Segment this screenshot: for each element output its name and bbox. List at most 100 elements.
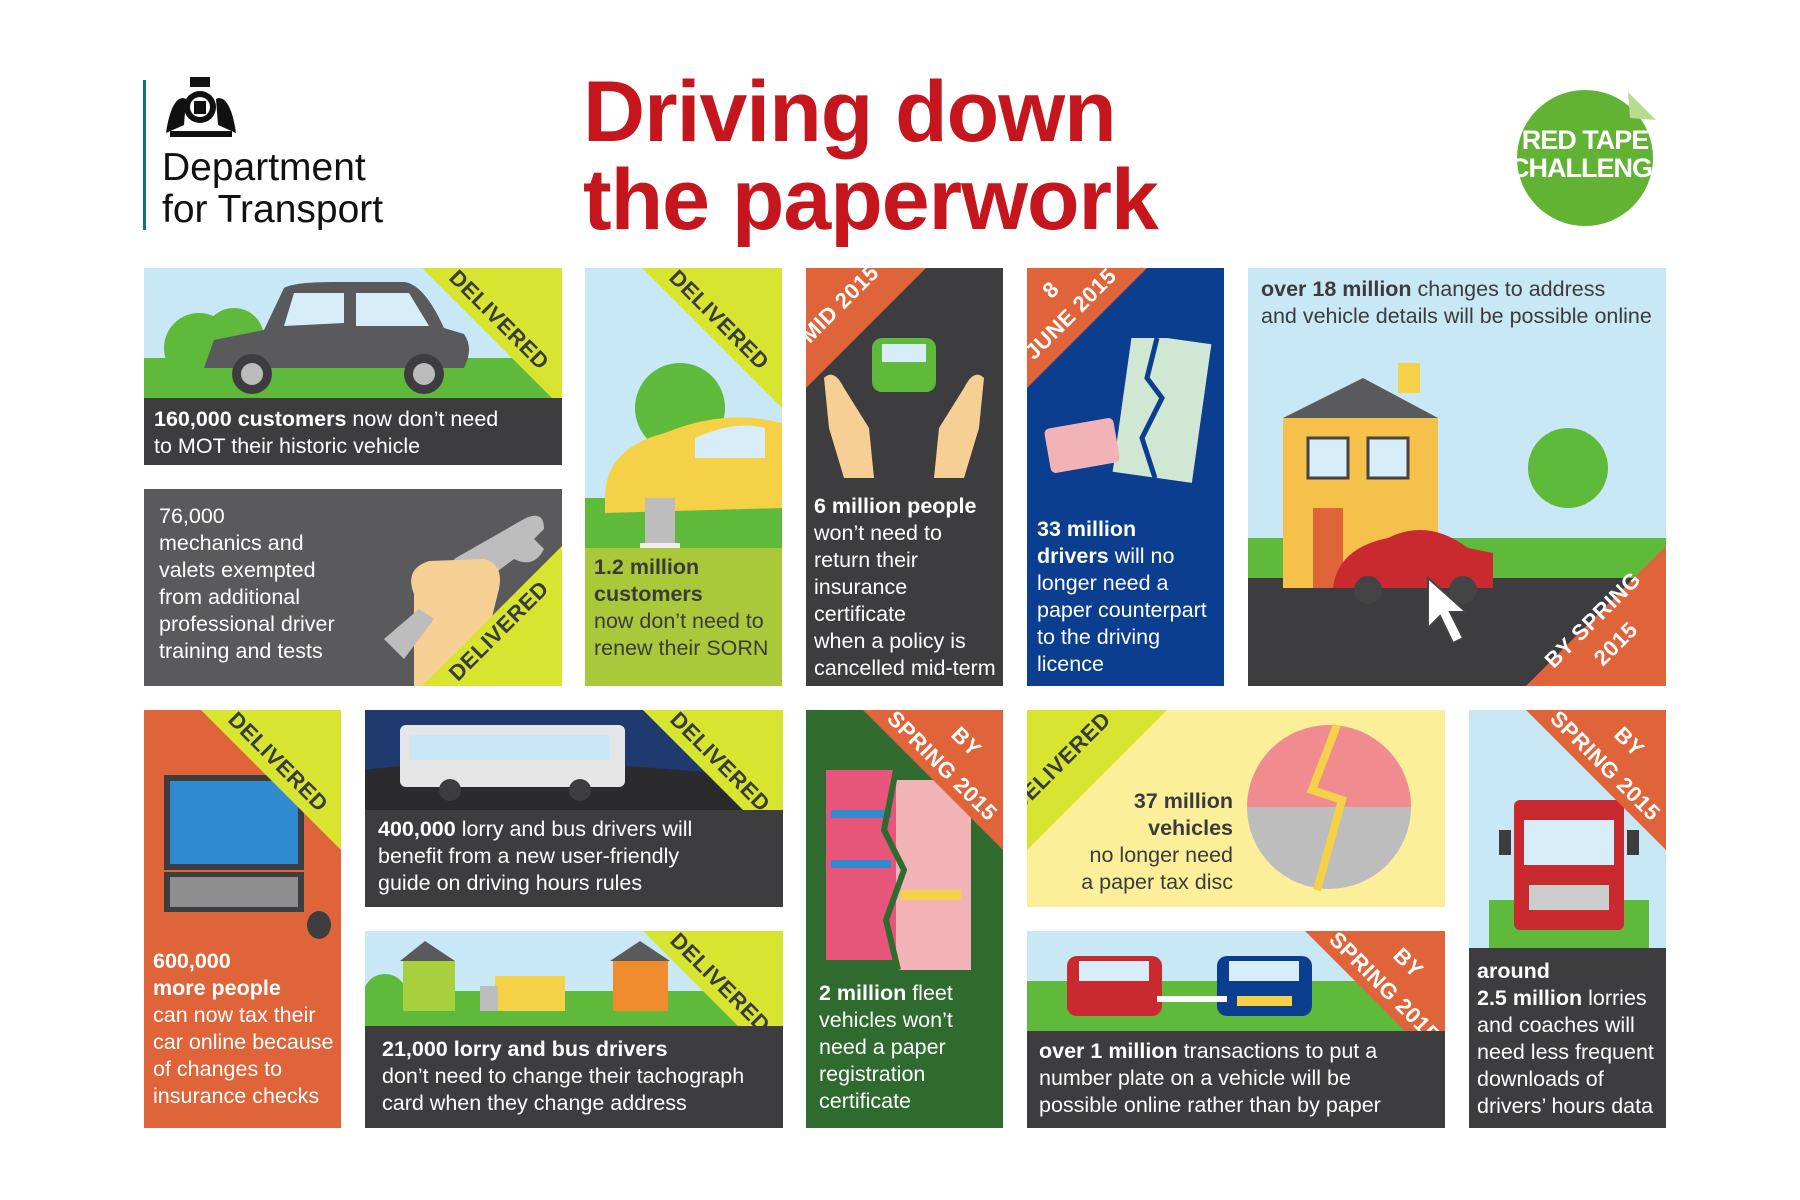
sticker-line2: CHALLENGE: [1510, 153, 1670, 183]
tacho-line3: card when they change address: [382, 1091, 687, 1115]
dept-name-line1: Department: [162, 146, 366, 189]
mech-line1: 76,000: [159, 504, 225, 528]
lic-line6: licence: [1037, 652, 1104, 676]
orange-corner: [1027, 268, 1147, 388]
sticker-line1: RED TAPE: [1521, 125, 1650, 155]
orange-corner: [1526, 546, 1666, 686]
lic-rest2: will no: [1108, 544, 1175, 568]
mech-line2: mechanics and: [159, 531, 304, 555]
tile-caption: 37 million vehicles no longer need a pap…: [1037, 788, 1233, 896]
mech-line4: from additional: [159, 585, 301, 609]
ins-line2: won’t need to: [814, 521, 942, 545]
tile-mechanics: DELIVERED 76,000 mechanics and valets ex…: [144, 489, 562, 686]
sorn-line3: now don’t need to: [594, 609, 764, 633]
ins-line3: return their: [814, 548, 918, 572]
dl-bold: 2.5 million: [1477, 986, 1583, 1010]
crest-icon: [166, 77, 236, 137]
page-title: Driving down the paperwork: [583, 68, 1343, 244]
dept-logo: Department for Transport: [140, 75, 440, 235]
fleet-line3: need a paper: [819, 1035, 946, 1059]
delivered-corner: [1027, 710, 1167, 850]
plates-bold: over 1 million: [1039, 1039, 1178, 1063]
tile-caption: over 1 million transactions to put a num…: [1039, 1038, 1439, 1119]
tile-caption-bg: [1027, 1031, 1445, 1128]
tile-address: BY SPRING 2015 over 18 million changes t…: [1248, 268, 1666, 686]
title-line1: Driving down: [583, 64, 1117, 160]
dl-line5: downloads of: [1477, 1067, 1604, 1091]
ins-bold1: 6 million people: [814, 494, 977, 518]
tile-tax-online: DELIVERED 600,000 more people can now ta…: [144, 710, 341, 1128]
tile-caption: 6 million people won’t need to return th…: [814, 493, 1003, 682]
disc-line4: a paper tax disc: [1081, 870, 1233, 894]
mech-line6: training and tests: [159, 639, 323, 663]
tile-downloads: BY SPRING 2015 around 2.5 million lorrie…: [1469, 710, 1666, 1128]
tile-caption: 76,000 mechanics and valets exempted fro…: [159, 503, 389, 665]
orange-corner: [863, 710, 1003, 850]
tile-mot: DELIVERED 160,000 customers now don’t ne…: [144, 268, 562, 465]
addr-line2: and vehicle details will be possible onl…: [1261, 304, 1652, 328]
fleet-line5: certificate: [819, 1089, 912, 1113]
hours-line3: guide on driving hours rules: [378, 871, 643, 895]
mot-line2: to MOT their historic vehicle: [154, 434, 421, 458]
title-line2: the paperwork: [583, 152, 1159, 248]
tacho-line2: don’t need to change their tachograph: [382, 1064, 745, 1088]
tile-insurance: MID 2015 6 million people won’t need to …: [806, 268, 1003, 686]
plates-line3: possible online rather than by paper: [1039, 1093, 1381, 1117]
tile-caption: over 18 million changes to address and v…: [1261, 276, 1661, 330]
tile-fleet: BY SPRING 2015 2 million fleet vehicles …: [806, 710, 1003, 1128]
tile-caption: 33 million drivers will no longer need a…: [1037, 516, 1223, 678]
ins-line4: insurance: [814, 575, 908, 599]
delivered-corner: [422, 546, 562, 686]
dl-line1: around: [1477, 959, 1550, 983]
tile-caption-bg: [144, 398, 562, 465]
tile-caption: 1.2 million customers now don’t need to …: [594, 554, 779, 662]
tile-caption-bg: [365, 1026, 783, 1128]
sticker-icon: [1517, 90, 1656, 226]
lic-line5: to the driving: [1037, 625, 1161, 649]
taxonline-bold1: 600,000: [153, 949, 231, 973]
lic-bold2: drivers: [1037, 544, 1109, 568]
mech-line5: professional driver: [159, 612, 335, 636]
addr-bold: over 18 million: [1261, 277, 1412, 301]
ins-line7: cancelled mid-term: [814, 656, 996, 680]
delivered-corner: [642, 268, 782, 408]
disc-bold1: 37 million: [1133, 789, 1233, 813]
lic-bold1: 33 million: [1037, 517, 1137, 541]
lic-line4: paper counterpart: [1037, 598, 1207, 622]
tile-tax-disc: DELIVERED 37 million vehicles no longer …: [1027, 710, 1445, 907]
tile-plates: BY SPRING 2015 over 1 million transactio…: [1027, 931, 1445, 1128]
dl-line4: need less frequent: [1477, 1040, 1654, 1064]
dl-line3: and coaches will: [1477, 1013, 1635, 1037]
disc-bold2: vehicles: [1148, 816, 1233, 840]
orange-corner: [1526, 710, 1666, 850]
plates-line2: number plate on a vehicle will be: [1039, 1066, 1351, 1090]
tax-disc-icon: [1247, 723, 1411, 892]
tile-caption-bg: [365, 810, 783, 907]
logo-rule: [143, 80, 146, 230]
plates-rest: transactions to put a: [1177, 1039, 1378, 1063]
fleet-line2: vehicles won’t: [819, 1008, 953, 1032]
fleet-bold: 2 million: [819, 981, 907, 1005]
lime-bottom: [585, 548, 782, 686]
tacho-bold: 21,000 lorry and bus drivers: [382, 1037, 668, 1061]
delivered-corner: [422, 268, 562, 408]
mot-rest: now don’t need: [346, 407, 499, 431]
taxonline-line4: car online because: [153, 1030, 334, 1054]
dl-rest: lorries: [1582, 986, 1647, 1010]
tile-caption: 600,000 more people can now tax their ca…: [153, 948, 341, 1110]
tile-licence: 8 JUNE 2015 33 million drivers will no l…: [1027, 268, 1224, 686]
hours-line2: benefit from a new user-friendly: [378, 844, 680, 868]
sorn-line4: renew their SORN: [594, 636, 769, 660]
delivered-corner: [201, 710, 341, 850]
mot-bold: 160,000 customers: [154, 407, 347, 431]
tile-hours-guide: DELIVERED 400,000 lorry and bus drivers …: [365, 710, 783, 907]
tile-sorn: DELIVERED 1.2 million customers now don’…: [585, 268, 782, 686]
fleet-line4: registration: [819, 1062, 926, 1086]
tile-caption: 21,000 lorry and bus drivers don’t need …: [382, 1036, 782, 1117]
taxonline-line6: insurance checks: [153, 1084, 320, 1108]
sorn-bold1: 1.2 million: [594, 555, 700, 579]
addr-rest: changes to address: [1411, 277, 1606, 301]
tile-caption-bg: [1469, 948, 1666, 1128]
dl-line6: drivers’ hours data: [1477, 1094, 1654, 1118]
tile-tachograph: DELIVERED 21,000 lorry and bus drivers d…: [365, 931, 783, 1128]
